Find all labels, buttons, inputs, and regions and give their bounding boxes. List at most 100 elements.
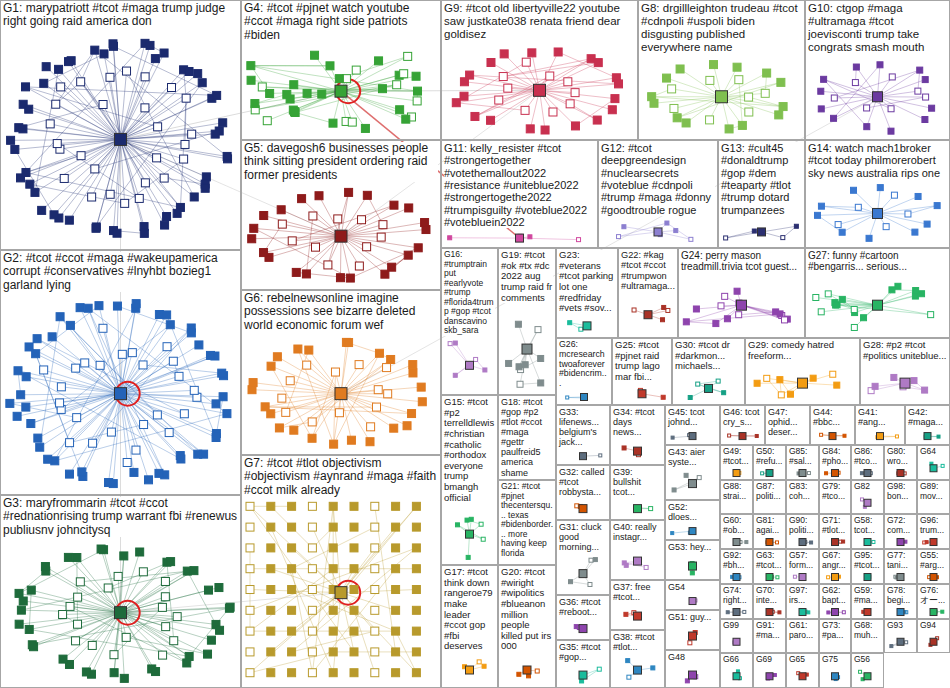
group-label: G99 [723, 621, 750, 631]
network-vertex [64, 553, 72, 561]
network-vertex [266, 89, 274, 97]
hub-vertex [799, 539, 806, 546]
network-vertex [177, 455, 185, 463]
network-tie [167, 315, 216, 438]
group-panel: G89: mov... [917, 480, 950, 514]
network-vertex [17, 391, 25, 399]
network-tie [722, 73, 767, 97]
network-vertex [777, 311, 783, 317]
network-tie [341, 91, 411, 117]
network-vertex [246, 586, 254, 594]
network-vertex [922, 77, 928, 83]
network-tie [341, 56, 408, 91]
group-panel: G91: #ma... [753, 619, 786, 653]
network-vertex [588, 582, 592, 586]
network-vertex [288, 237, 296, 245]
group-label: G63: #tcot... [756, 551, 783, 570]
network-tie [42, 139, 121, 210]
hub-vertex [897, 539, 904, 546]
network-vertex [392, 586, 400, 594]
group-network [6, 300, 231, 488]
network-tie [878, 291, 916, 306]
network-vertex [745, 93, 753, 101]
network-vertex [782, 317, 788, 323]
hub-vertex [733, 673, 740, 680]
network-tie [108, 562, 170, 588]
group-panel: G36: #tcot #reboot... [556, 595, 610, 640]
network-vertex [895, 435, 898, 438]
network-vertex [412, 648, 420, 656]
group-network [814, 185, 940, 242]
network-vertex [106, 73, 114, 81]
network-vertex [260, 212, 268, 220]
hub-vertex [638, 390, 646, 398]
network-vertex [455, 523, 459, 527]
network-vertex [350, 523, 358, 531]
network-vertex [33, 335, 41, 343]
network-vertex [745, 108, 753, 116]
network-tie [21, 43, 145, 178]
network-vertex [414, 87, 422, 95]
group-network [813, 283, 934, 330]
network-tie [15, 139, 121, 149]
group-panel: G70: inte... [753, 584, 786, 619]
group-label: G41: #ang... [858, 407, 902, 427]
network-vertex [25, 625, 33, 633]
network-tie [624, 227, 658, 232]
network-tie [57, 139, 120, 143]
network-vertex [517, 381, 523, 387]
network-vertex [813, 294, 819, 300]
network-vertex [564, 78, 572, 86]
network-vertex [919, 291, 925, 297]
network-tie [19, 105, 103, 128]
network-vertex [670, 104, 678, 112]
network-vertex [19, 125, 27, 133]
network-vertex [350, 669, 358, 677]
network-vertex [752, 229, 756, 233]
network-vertex [371, 523, 379, 531]
hub-vertex [799, 673, 806, 680]
group-network [648, 61, 787, 133]
hub-vertex [930, 574, 937, 581]
network-vertex [392, 627, 400, 635]
group-label: G33: lifenews... belgium's jack... [559, 407, 607, 447]
network-vertex [851, 306, 857, 312]
network-vertex [839, 296, 845, 302]
group-panel: G66 [720, 653, 753, 688]
group-panel: G62: bapt... [819, 584, 851, 619]
network-vertex [733, 63, 741, 71]
hub-vertex [864, 499, 871, 506]
network-vertex [577, 238, 581, 242]
group-network [575, 504, 587, 513]
network-vertex [247, 76, 255, 84]
network-vertex [417, 383, 425, 391]
hub-vertex [523, 666, 531, 674]
network-vertex [833, 302, 839, 308]
network-vertex [648, 93, 656, 101]
network-tie [121, 139, 207, 176]
group-network [827, 609, 845, 616]
hub-vertex [877, 433, 884, 440]
group-label: G96: trum... [920, 516, 947, 535]
hub-vertex [733, 539, 740, 546]
network-tie [21, 139, 121, 177]
network-vertex [38, 206, 46, 214]
hub-vertex [897, 470, 904, 477]
network-vertex [290, 108, 298, 116]
network-vertex [409, 369, 417, 377]
network-vertex [278, 394, 286, 402]
network-vertex [286, 377, 294, 385]
group-network [832, 673, 840, 681]
network-vertex [110, 669, 118, 677]
group-panel: G54 [665, 580, 720, 610]
network-tie [341, 74, 404, 91]
network-vertex [571, 122, 579, 130]
network-vertex [821, 76, 827, 82]
network-vertex [778, 611, 781, 614]
network-vertex [308, 627, 316, 635]
network-tie [30, 184, 125, 203]
network-tie [52, 337, 120, 394]
group-label: G5: davegosh6 businesses people think si… [244, 142, 438, 182]
group-panel: G60: #ob... [720, 514, 753, 549]
network-tie [61, 325, 170, 410]
